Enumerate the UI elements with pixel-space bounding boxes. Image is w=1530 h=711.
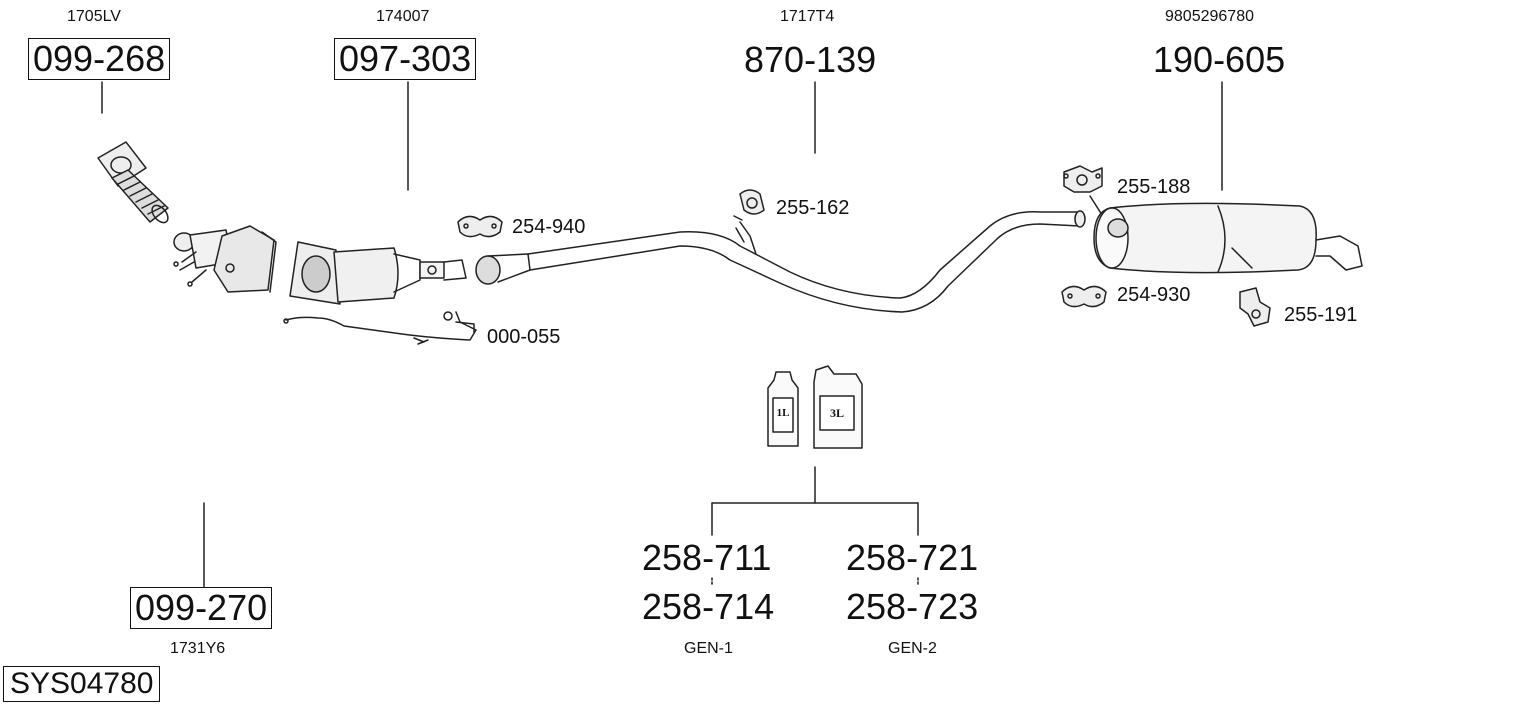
catalytic-converter-drawing [289,241,467,305]
leader-gen-bracket [711,466,919,587]
label-clamp-rear[interactable]: 254-930 [1117,284,1191,306]
part-number-099-270[interactable]: 099-270 [130,587,273,629]
label-rubber-mid[interactable]: 255-162 [776,197,850,219]
part-number-099-268[interactable]: 099-268 [28,38,171,80]
label-sensor[interactable]: 000-055 [487,326,561,348]
bottle-small-label: 1L [776,407,790,419]
bracket-rear-drawing [1239,287,1271,327]
label-bracket-rear[interactable]: 255-191 [1284,304,1358,326]
lambda-sensor-drawing [283,311,477,345]
part-number-097-303[interactable]: 097-303 [334,38,477,80]
flex-pipe-drawing [97,141,169,224]
rubber-mount-mid-drawing [733,189,765,221]
oem-ref-3: 1717T4 [780,8,835,25]
gen2-bottom-number[interactable]: 258-723 [846,586,979,627]
gen1-name: GEN-1 [684,640,733,657]
gen2-top-number[interactable]: 258-721 [846,537,979,578]
clamp-front-drawing [457,215,503,238]
bottle-small-drawing [767,371,799,447]
label-clamp-front[interactable]: 254-940 [512,216,586,238]
pre-catalyst-drawing [173,225,277,293]
gen2-name: GEN-2 [888,640,937,657]
middle-pipe-drawing [475,210,1086,313]
oem-ref-1: 1705LV [67,8,121,25]
rear-silencer-drawing [1093,202,1363,274]
rubber-mount-rear-drawing [1063,165,1105,219]
bottle-large-drawing [813,365,863,449]
oem-ref-4: 9805296780 [1165,8,1254,25]
gen1-bottom-number[interactable]: 258-714 [642,586,775,627]
system-code: SYS04780 [3,666,161,702]
oem-ref-2: 174007 [376,8,430,25]
part-number-190-605[interactable]: 190-605 [1153,39,1286,80]
oem-ref-5: 1731Y6 [170,640,226,657]
bottle-large-label: 3L [829,406,844,420]
gen1-top-number[interactable]: 258-711 [642,537,772,578]
part-number-870-139[interactable]: 870-139 [744,39,877,80]
clamp-rear-drawing [1061,285,1107,308]
label-rubber-rear[interactable]: 255-188 [1117,176,1191,198]
